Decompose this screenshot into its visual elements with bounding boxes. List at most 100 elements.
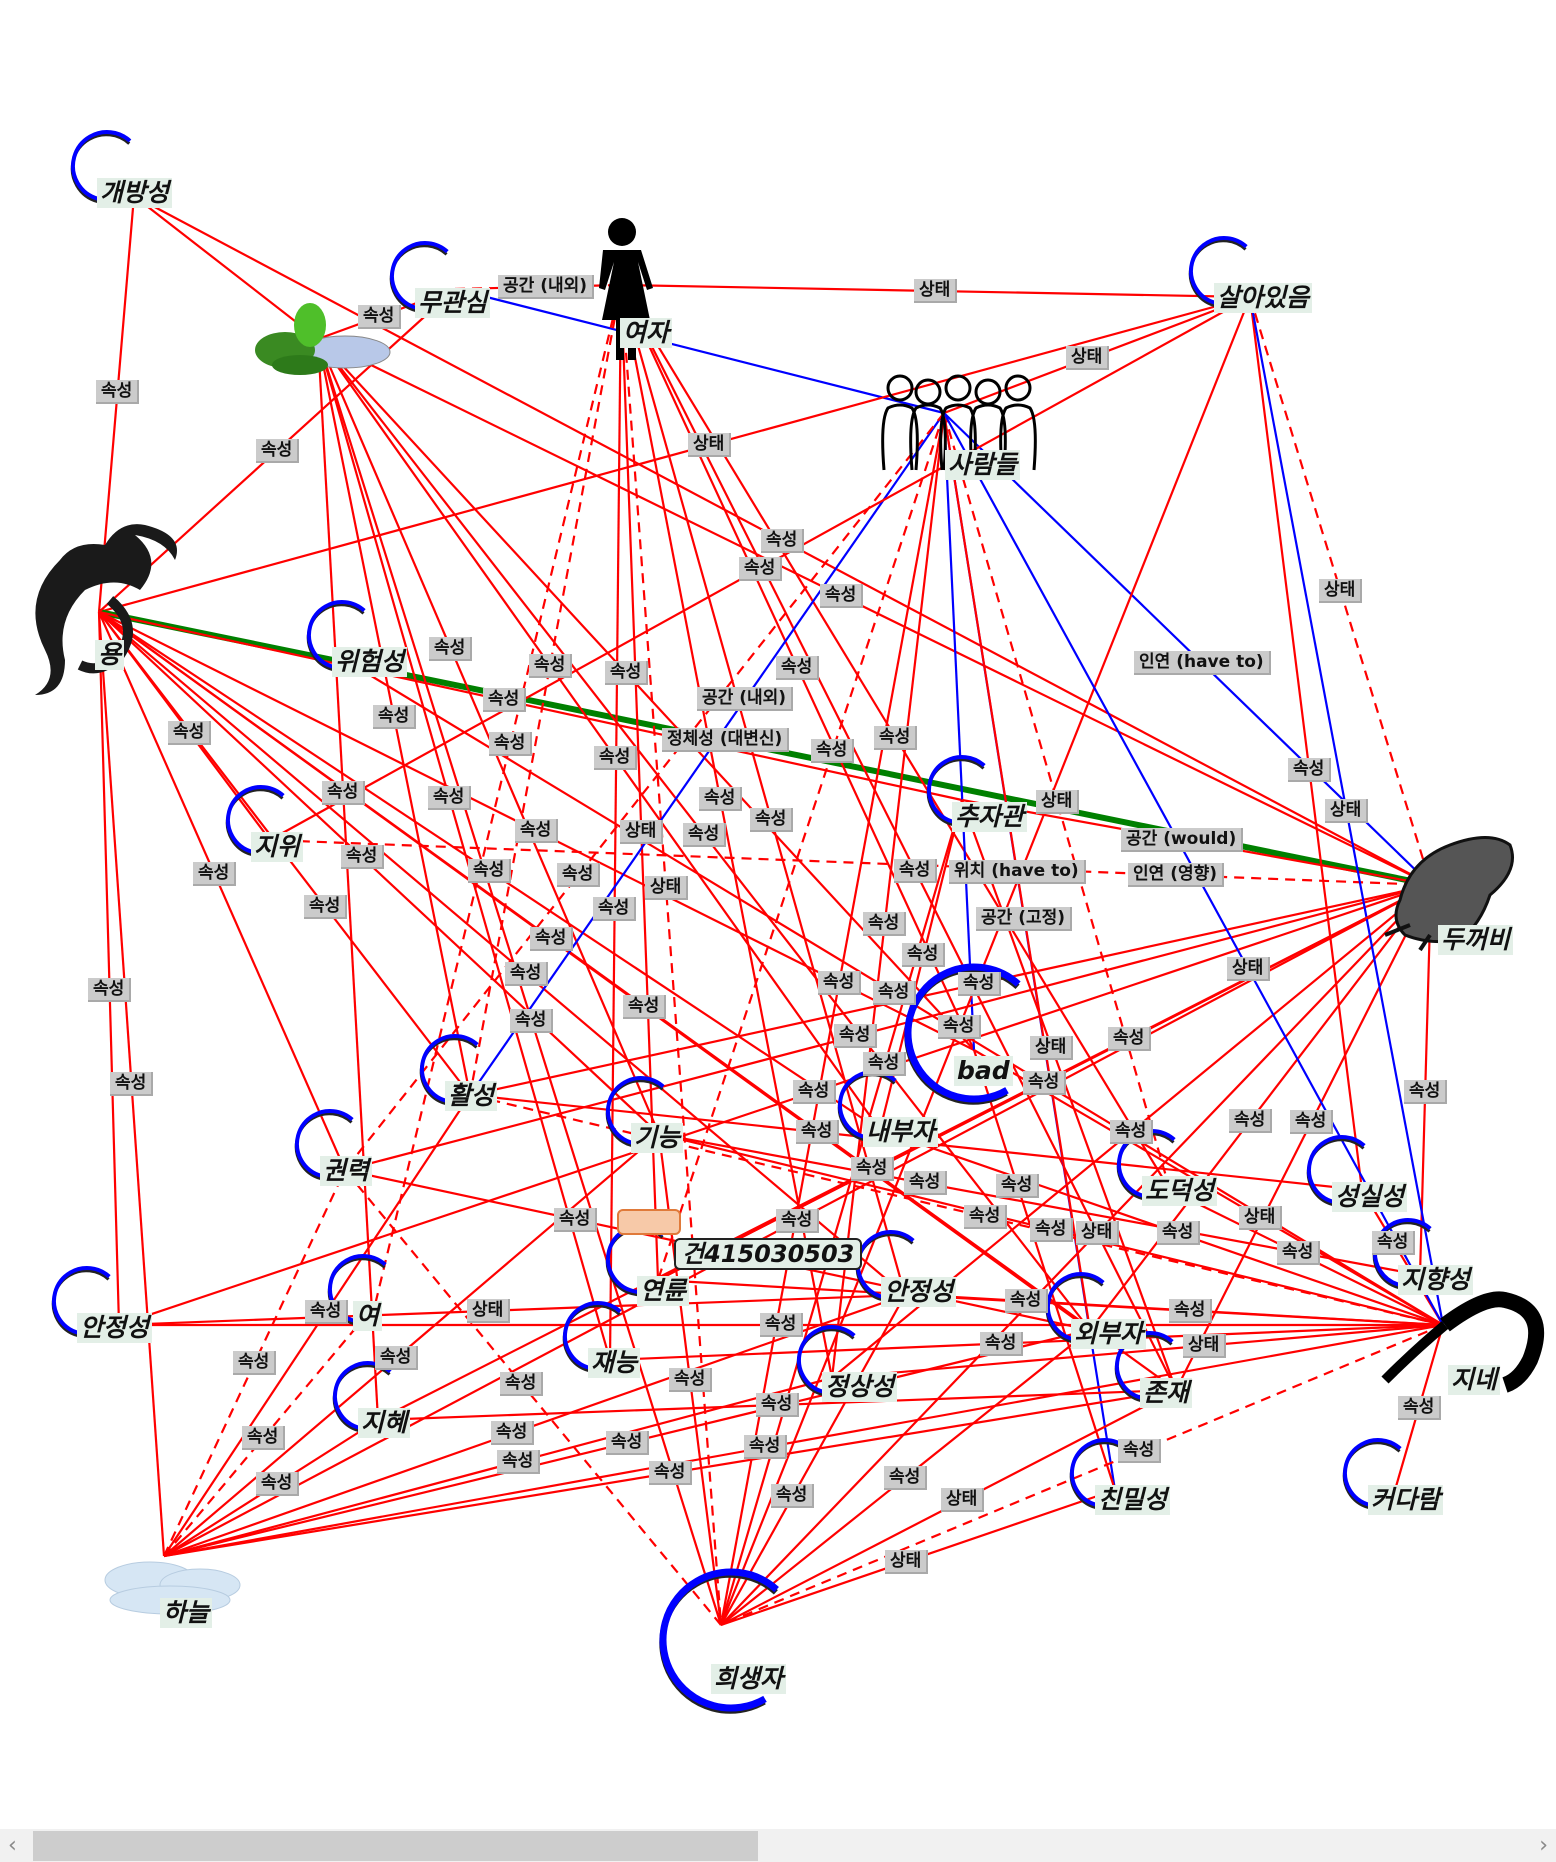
node-label-C[interactable]: 여자 (620, 318, 673, 348)
edge-label: 속성 (938, 1015, 982, 1039)
node-label-R[interactable]: 권력 (320, 1156, 373, 1186)
node-label-Q[interactable]: 성실성 (1332, 1182, 1408, 1212)
edge-label: 인연 (영향) (1128, 863, 1225, 887)
edge-V-AF (163, 1323, 1444, 1558)
edge-label: 속성 (373, 705, 417, 729)
edge-label: 속성 (1404, 1080, 1448, 1104)
concept-node-circle[interactable] (883, 943, 1064, 1126)
node-label-AB[interactable]: 존재 (1140, 1378, 1193, 1408)
edge-label: 속성 (904, 1171, 948, 1195)
toad-icon[interactable] (1384, 836, 1514, 952)
code-label[interactable]: 건415030503 (674, 1238, 863, 1270)
node-label-B[interactable]: 무관심 (415, 288, 491, 318)
node-label-AA[interactable]: 정상성 (822, 1372, 898, 1402)
edge-label: 상태 (1239, 1206, 1283, 1230)
edge-label: 상태 (467, 1299, 511, 1323)
centipede-icon[interactable] (1381, 1291, 1545, 1393)
edge-G-W (97, 611, 121, 1326)
edge-label: 정체성 (대변신) (662, 728, 790, 752)
edge-label: 상태 (620, 820, 664, 844)
node-label-L[interactable]: bad (954, 1056, 1013, 1086)
node-label-AG[interactable]: 희생자 (711, 1664, 787, 1694)
node-label-N[interactable]: 기능 (631, 1123, 684, 1153)
edge-label: 속성 (750, 808, 794, 832)
edge-label: 속성 (468, 859, 512, 883)
edge-label: 속성 (771, 1484, 815, 1508)
edge-label: 상태 (1030, 1036, 1074, 1060)
node-label-G[interactable]: 용 (95, 640, 125, 670)
node-label-Z[interactable]: 재능 (588, 1348, 641, 1378)
edge-label: 속성 (1229, 1109, 1273, 1133)
edge-label: 속성 (594, 746, 638, 770)
node-label-W[interactable]: 안정성 (77, 1313, 153, 1343)
edge-L-AD (972, 1049, 1117, 1491)
node-label-J[interactable]: 지위 (251, 832, 304, 862)
edge-label: 속성 (739, 557, 783, 581)
node-label-AF[interactable]: 하늘 (160, 1598, 213, 1628)
edge-label: 속성 (669, 1368, 713, 1392)
edge-label: 속성 (305, 1300, 349, 1324)
scroll-right-icon[interactable]: › (1539, 1833, 1548, 1858)
node-label-K[interactable]: 추자관 (952, 802, 1028, 832)
edge-label: 속성 (491, 1421, 535, 1445)
edge-label: 상태 (885, 1550, 929, 1574)
woman-icon[interactable] (599, 218, 653, 360)
node-label-I[interactable]: 두꺼비 (1438, 925, 1514, 955)
edge-label: 속성 (529, 654, 573, 678)
edge-label: 속성 (530, 927, 574, 951)
edge-label: 인연 (have to) (1134, 651, 1271, 675)
node-label-E[interactable]: 사람들 (945, 450, 1021, 480)
edge-label: 속성 (304, 895, 348, 919)
node-label-AC[interactable]: 지혜 (358, 1408, 411, 1438)
edge-label: 속성 (820, 584, 864, 608)
edge-label: 속성 (554, 1208, 598, 1232)
node-label-P[interactable]: 도덕성 (1142, 1176, 1218, 1206)
node-label-AE[interactable]: 커다람 (1368, 1485, 1444, 1515)
edge-label: 속성 (863, 912, 907, 936)
edge-label: 속성 (811, 739, 855, 763)
edge-C-AG (619, 284, 723, 1626)
node-label-AD[interactable]: 친밀성 (1095, 1485, 1171, 1515)
node-label-U[interactable]: 지향성 (1398, 1265, 1474, 1295)
concept-node-circle[interactable] (637, 1547, 824, 1736)
edge-label: 속성 (623, 995, 667, 1019)
node-label-X[interactable]: 여 (353, 1301, 383, 1331)
edge-label: 속성 (96, 380, 140, 404)
node-label-O[interactable]: 내부자 (863, 1117, 939, 1147)
edge-label: 속성 (761, 529, 805, 553)
edge-label: 속성 (964, 1205, 1008, 1229)
edge-I-J (269, 838, 1432, 887)
edge-label: 속성 (429, 637, 473, 661)
edge-label: 속성 (744, 1435, 788, 1459)
edge-label: 속성 (593, 897, 637, 921)
edge-label: 공간 (고정) (976, 907, 1073, 931)
edge-E-AA (830, 412, 946, 1379)
edge-label: 속성 (605, 661, 649, 685)
node-label-D[interactable]: 살아있음 (1214, 283, 1313, 313)
edge-label: 속성 (834, 1024, 878, 1048)
node-label-Y[interactable]: 외부자 (1071, 1319, 1147, 1349)
edge-label: 상태 (1325, 799, 1369, 823)
horizontal-scrollbar[interactable]: ‹ › (0, 1829, 1556, 1862)
edge-label: 속성 (1169, 1299, 1213, 1323)
node-label-H[interactable]: 위험성 (332, 647, 408, 677)
node-label-V[interactable]: 지네 (1448, 1365, 1501, 1395)
node-label-S[interactable]: 연륜 (637, 1276, 690, 1306)
scrollbar-thumb[interactable] (33, 1831, 758, 1861)
edge-AG-R (344, 1169, 722, 1626)
node-label-T[interactable]: 안정성 (881, 1277, 957, 1307)
scroll-left-icon[interactable]: ‹ (8, 1833, 17, 1858)
edge-label: 속성 (874, 726, 918, 750)
node-label-M[interactable]: 활성 (445, 1081, 498, 1111)
edge-label: 속성 (515, 819, 559, 843)
edge-G-T (98, 611, 906, 1296)
people-icon[interactable] (881, 374, 1037, 471)
garden-icon[interactable] (255, 303, 391, 375)
edge-label: 속성 (510, 1009, 554, 1033)
edge-B-E (454, 287, 945, 415)
edge-label: 속성 (699, 787, 743, 811)
edge-layer (97, 195, 1445, 1627)
node-label-A[interactable]: 개방성 (97, 178, 173, 208)
edge-label: 속성 (1110, 1120, 1154, 1144)
